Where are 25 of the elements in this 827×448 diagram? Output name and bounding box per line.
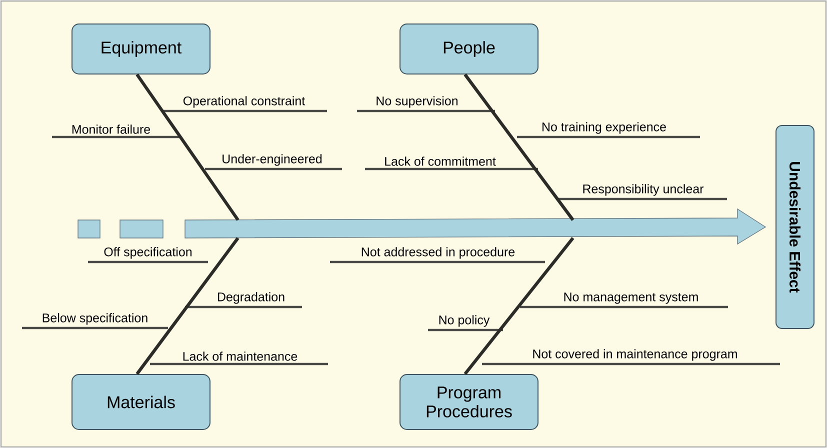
bone-line — [464, 237, 574, 375]
cause-label: Lack of maintenance — [183, 352, 298, 361]
cause-label: No policy — [439, 315, 490, 327]
cause-label: Responsibility unclear — [583, 184, 704, 196]
cause-label: No training experience — [542, 122, 666, 134]
bone-line — [136, 237, 240, 375]
cause-label: Not covered in maintenance program — [533, 349, 737, 361]
category-box: Materials — [72, 374, 210, 430]
cause-label: Monitor failure — [72, 124, 150, 134]
bone-line — [464, 74, 574, 221]
category-box: People — [400, 24, 538, 74]
cause-label: Operational constraint — [183, 96, 306, 108]
spine-arrow — [184, 208, 766, 245]
effect-box: Undesirable Effect — [776, 125, 814, 329]
cause-label: Off specification — [104, 247, 192, 259]
cause-label: Below specification — [42, 313, 148, 325]
cause-label: Under-engineered — [222, 154, 322, 166]
category-box: Equipment — [72, 24, 210, 74]
cause-label: Lack of commitment — [385, 156, 496, 166]
cause-label: Not addressed in procedure — [362, 247, 515, 259]
cause-label: Degradation — [218, 292, 284, 304]
category-box: Program Procedures — [400, 374, 538, 430]
cause-label: No supervision — [376, 96, 458, 108]
bone-line — [136, 74, 240, 221]
cause-label: No management system — [564, 292, 698, 304]
